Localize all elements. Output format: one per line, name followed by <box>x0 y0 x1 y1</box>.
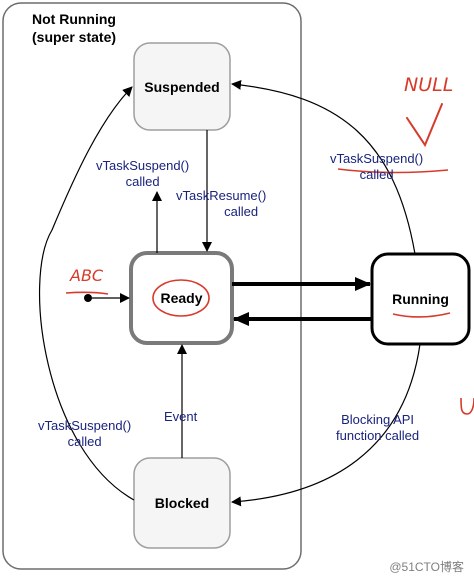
label-running-to-blocked: Blocking API function called <box>336 412 419 444</box>
null-annotation: NULL <box>404 74 454 96</box>
label-ready-to-suspended-line1: vTaskSuspend() <box>96 158 190 173</box>
label-running-to-suspended-line2: called <box>359 167 394 182</box>
label-ready-to-suspended: vTaskSuspend() called <box>96 158 189 190</box>
ready-state-label: Ready <box>160 290 203 306</box>
running-state-label: Running <box>392 291 449 307</box>
label-running-to-suspended: vTaskSuspend() called <box>330 151 423 183</box>
arrow-blocked-to-suspended <box>38 86 135 501</box>
blocked-state-label: Blocked <box>154 495 210 511</box>
label-blocked-to-suspended-line2: called <box>67 434 102 449</box>
superstate-title: Not Running (super state) <box>32 10 116 46</box>
running-state-box <box>370 252 471 346</box>
label-ready-to-suspended-line2: called <box>125 174 160 189</box>
ready-circle-mark <box>152 279 210 317</box>
label-blocked-to-suspended: vTaskSuspend() called <box>38 418 131 450</box>
superstate-title-line2: (super state) <box>32 29 117 45</box>
label-running-to-blocked-line2: function called <box>336 428 420 443</box>
suspended-state-box <box>133 42 231 131</box>
vtasksuspend-underline <box>337 168 449 174</box>
label-running-to-blocked-line1: Blocking API <box>341 412 415 427</box>
label-running-to-suspended-line1: vTaskSuspend() <box>330 151 424 166</box>
initial-state-dot <box>84 294 92 302</box>
abc-annotation: ABC <box>70 266 104 285</box>
label-suspended-to-ready-line1: vTaskResume() <box>176 188 267 203</box>
abc-underline <box>65 291 109 295</box>
label-suspended-to-ready: vTaskResume() called <box>176 188 266 220</box>
label-suspended-to-ready-line2: called <box>224 204 259 219</box>
ready-state-box <box>129 251 234 345</box>
label-blocked-to-suspended-line1: vTaskSuspend() <box>38 418 132 433</box>
arrow-running-to-suspended <box>231 79 416 255</box>
label-blocked-to-ready: Event <box>164 409 198 424</box>
margin-mark <box>460 397 474 415</box>
arrow-running-to-blocked <box>231 343 421 507</box>
suspended-state-label: Suspended <box>144 78 220 95</box>
running-underline <box>392 312 451 318</box>
null-checkmark <box>406 103 443 148</box>
watermark: @51CTO博客 <box>389 560 464 574</box>
superstate-title-line1: Not Running <box>32 11 116 27</box>
